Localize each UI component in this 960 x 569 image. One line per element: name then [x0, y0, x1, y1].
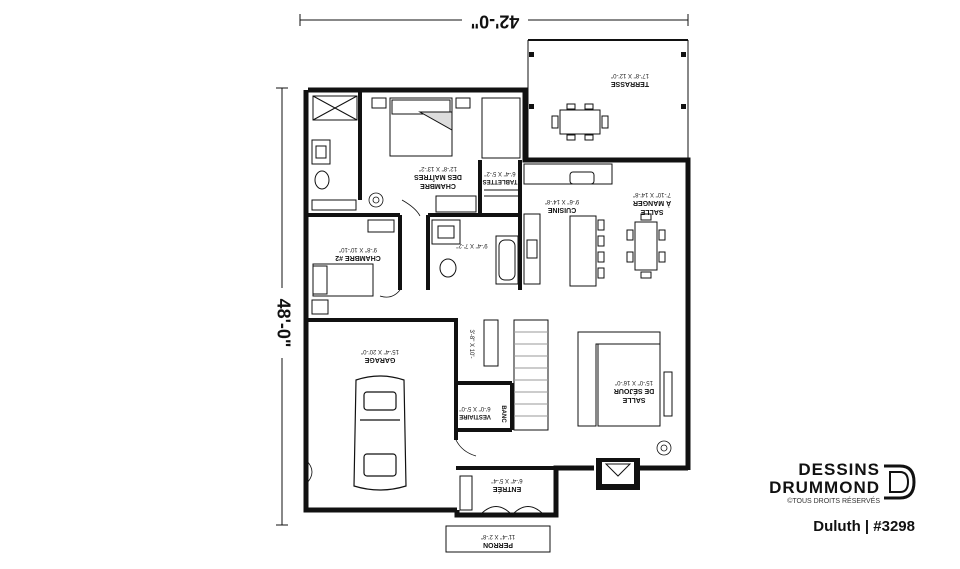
door-swings — [305, 199, 477, 485]
plant-icon — [368, 192, 672, 456]
desk-2 — [367, 219, 395, 233]
kitchen-furniture — [523, 163, 613, 287]
fireplace — [596, 458, 640, 490]
perron-name: PERRON — [483, 541, 513, 548]
label-perron: PERRON 11'-4" X 2'-8" — [481, 533, 515, 548]
sectional-sofa — [577, 331, 673, 427]
label-chambre2: CHAMBRE #2 9'-8" X 10'-10" — [335, 246, 381, 261]
bath-vanity — [431, 219, 461, 245]
label-hall: 3'-8" X 10'- — [468, 329, 474, 358]
label-chambre-maitres: CHAMBRE DES MAÎTRES 12'-8" X 13'-2" — [414, 165, 462, 189]
width-label: 42'-0" — [471, 11, 520, 31]
car-icon — [353, 375, 407, 491]
tablettes-name: TABLETTES — [483, 178, 518, 184]
terrasse-area — [527, 39, 689, 160]
brand-block: DESSINS DRUMMOND ©TOUS DROITS RÉSERVÉS — [769, 461, 880, 506]
staircase — [483, 319, 549, 431]
garage-size: 15'-4" X 20'-0" — [361, 348, 399, 354]
interior-walls — [306, 92, 556, 470]
label-sdb: 9'-4" X 7'-2" — [456, 242, 487, 248]
bedroom-2-furniture — [311, 219, 395, 315]
kitchen-counter — [523, 163, 613, 185]
sdb-size: 9'-4" X 7'-2" — [456, 242, 487, 248]
label-vestiaire: VESTIAIRE 6'-0" X 5'-0" — [459, 405, 491, 419]
tablettes-shelves — [484, 189, 518, 197]
kitchen-sink — [569, 171, 595, 185]
vestiaire-size: 6'-0" X 5'-0" — [459, 405, 490, 411]
entree-name: ENTRÉE — [492, 485, 521, 494]
brand-line-1: DESSINS — [798, 460, 880, 479]
master-bedroom-furniture — [371, 97, 521, 213]
chambre-maitres-name1: CHAMBRE — [420, 182, 456, 189]
perron — [445, 525, 551, 553]
dresser — [435, 195, 477, 213]
terrasse-table — [559, 109, 601, 135]
depth-label: 48'-0" — [273, 299, 293, 348]
chambre2-name: CHAMBRE #2 — [335, 254, 381, 261]
label-salle-manger: SALLE À MANGER 7'-10" X 14'-8" — [633, 191, 671, 215]
nightstand-left — [371, 97, 387, 109]
label-entree: ENTRÉE 6'-4" X 5'-4" — [491, 477, 522, 494]
salle-sejour-size: 15'-0" X 16'-0" — [615, 379, 653, 385]
perron-size: 11'-4" X 2'-8" — [481, 533, 515, 539]
chambre-maitres-name2: DES MAÎTRES — [414, 173, 462, 182]
exterior-walls — [303, 87, 691, 518]
main-bathroom — [431, 219, 519, 285]
entree-bench — [459, 475, 473, 511]
label-terrasse: TERRASSE 17'-8" X 12'-0" — [611, 72, 649, 87]
chambre-maitres-size: 12'-8" X 13'-2" — [419, 165, 457, 171]
tablettes-size: 6'-4" X 5'-2" — [484, 170, 515, 176]
label-tablettes: TABLETTES 6'-4" X 5'-2" — [483, 170, 518, 184]
salle-sejour-name1: SALLE — [622, 396, 645, 403]
label-salle-sejour: SALLE DE SÉJOUR 15'-0" X 16'-0" — [614, 379, 654, 403]
drummond-logo-icon — [884, 464, 916, 500]
master-ensuite — [311, 95, 358, 211]
salle-manger-name2: À MANGER — [633, 199, 671, 208]
label-garage: GARAGE 15'-4" X 20'-0" — [361, 348, 399, 363]
label-banc: BANC — [500, 405, 506, 423]
label-cuisine: CUISINE 9'-6" X 14'-8" — [545, 198, 580, 213]
brand-tagline: ©TOUS DROITS RÉSERVÉS — [787, 498, 880, 505]
cuisine-name: CUISINE — [547, 206, 576, 213]
tv-console — [663, 371, 673, 417]
entree-size: 6'-4" X 5'-4" — [491, 477, 522, 483]
dining-table — [634, 221, 658, 271]
brand-line-2: DRUMMOND — [769, 478, 880, 497]
dining-set — [626, 213, 666, 279]
chambre2-size: 9'-8" X 10'-10" — [339, 246, 377, 252]
kitchen-island — [569, 215, 597, 287]
bath-toilet — [439, 258, 457, 278]
garage-name: GARAGE — [364, 356, 395, 363]
width-dimension: 42'-0" — [299, 8, 689, 31]
terrasse-name: TERRASSE — [611, 80, 649, 87]
entree-fixtures — [459, 475, 545, 516]
depth-dimension: 48'-0" — [271, 87, 293, 526]
plan-caption: Duluth | #3298 — [813, 518, 915, 535]
salle-manger-name1: SALLE — [640, 208, 663, 215]
walk-in-closet — [481, 97, 521, 159]
nightstand-right — [455, 97, 471, 109]
hall-size: 3'-8" X 10'- — [468, 329, 474, 358]
banc-name: BANC — [500, 405, 506, 423]
salle-sejour-name2: DE SÉJOUR — [614, 387, 654, 396]
vestiaire-name: VESTIAIRE — [459, 413, 491, 419]
cuisine-size: 9'-6" X 14'-8" — [545, 198, 580, 204]
salle-manger-size: 7'-10" X 14'-8" — [633, 191, 671, 197]
terrasse-size: 17'-8" X 12'-0" — [611, 72, 649, 78]
toilet — [314, 170, 330, 190]
